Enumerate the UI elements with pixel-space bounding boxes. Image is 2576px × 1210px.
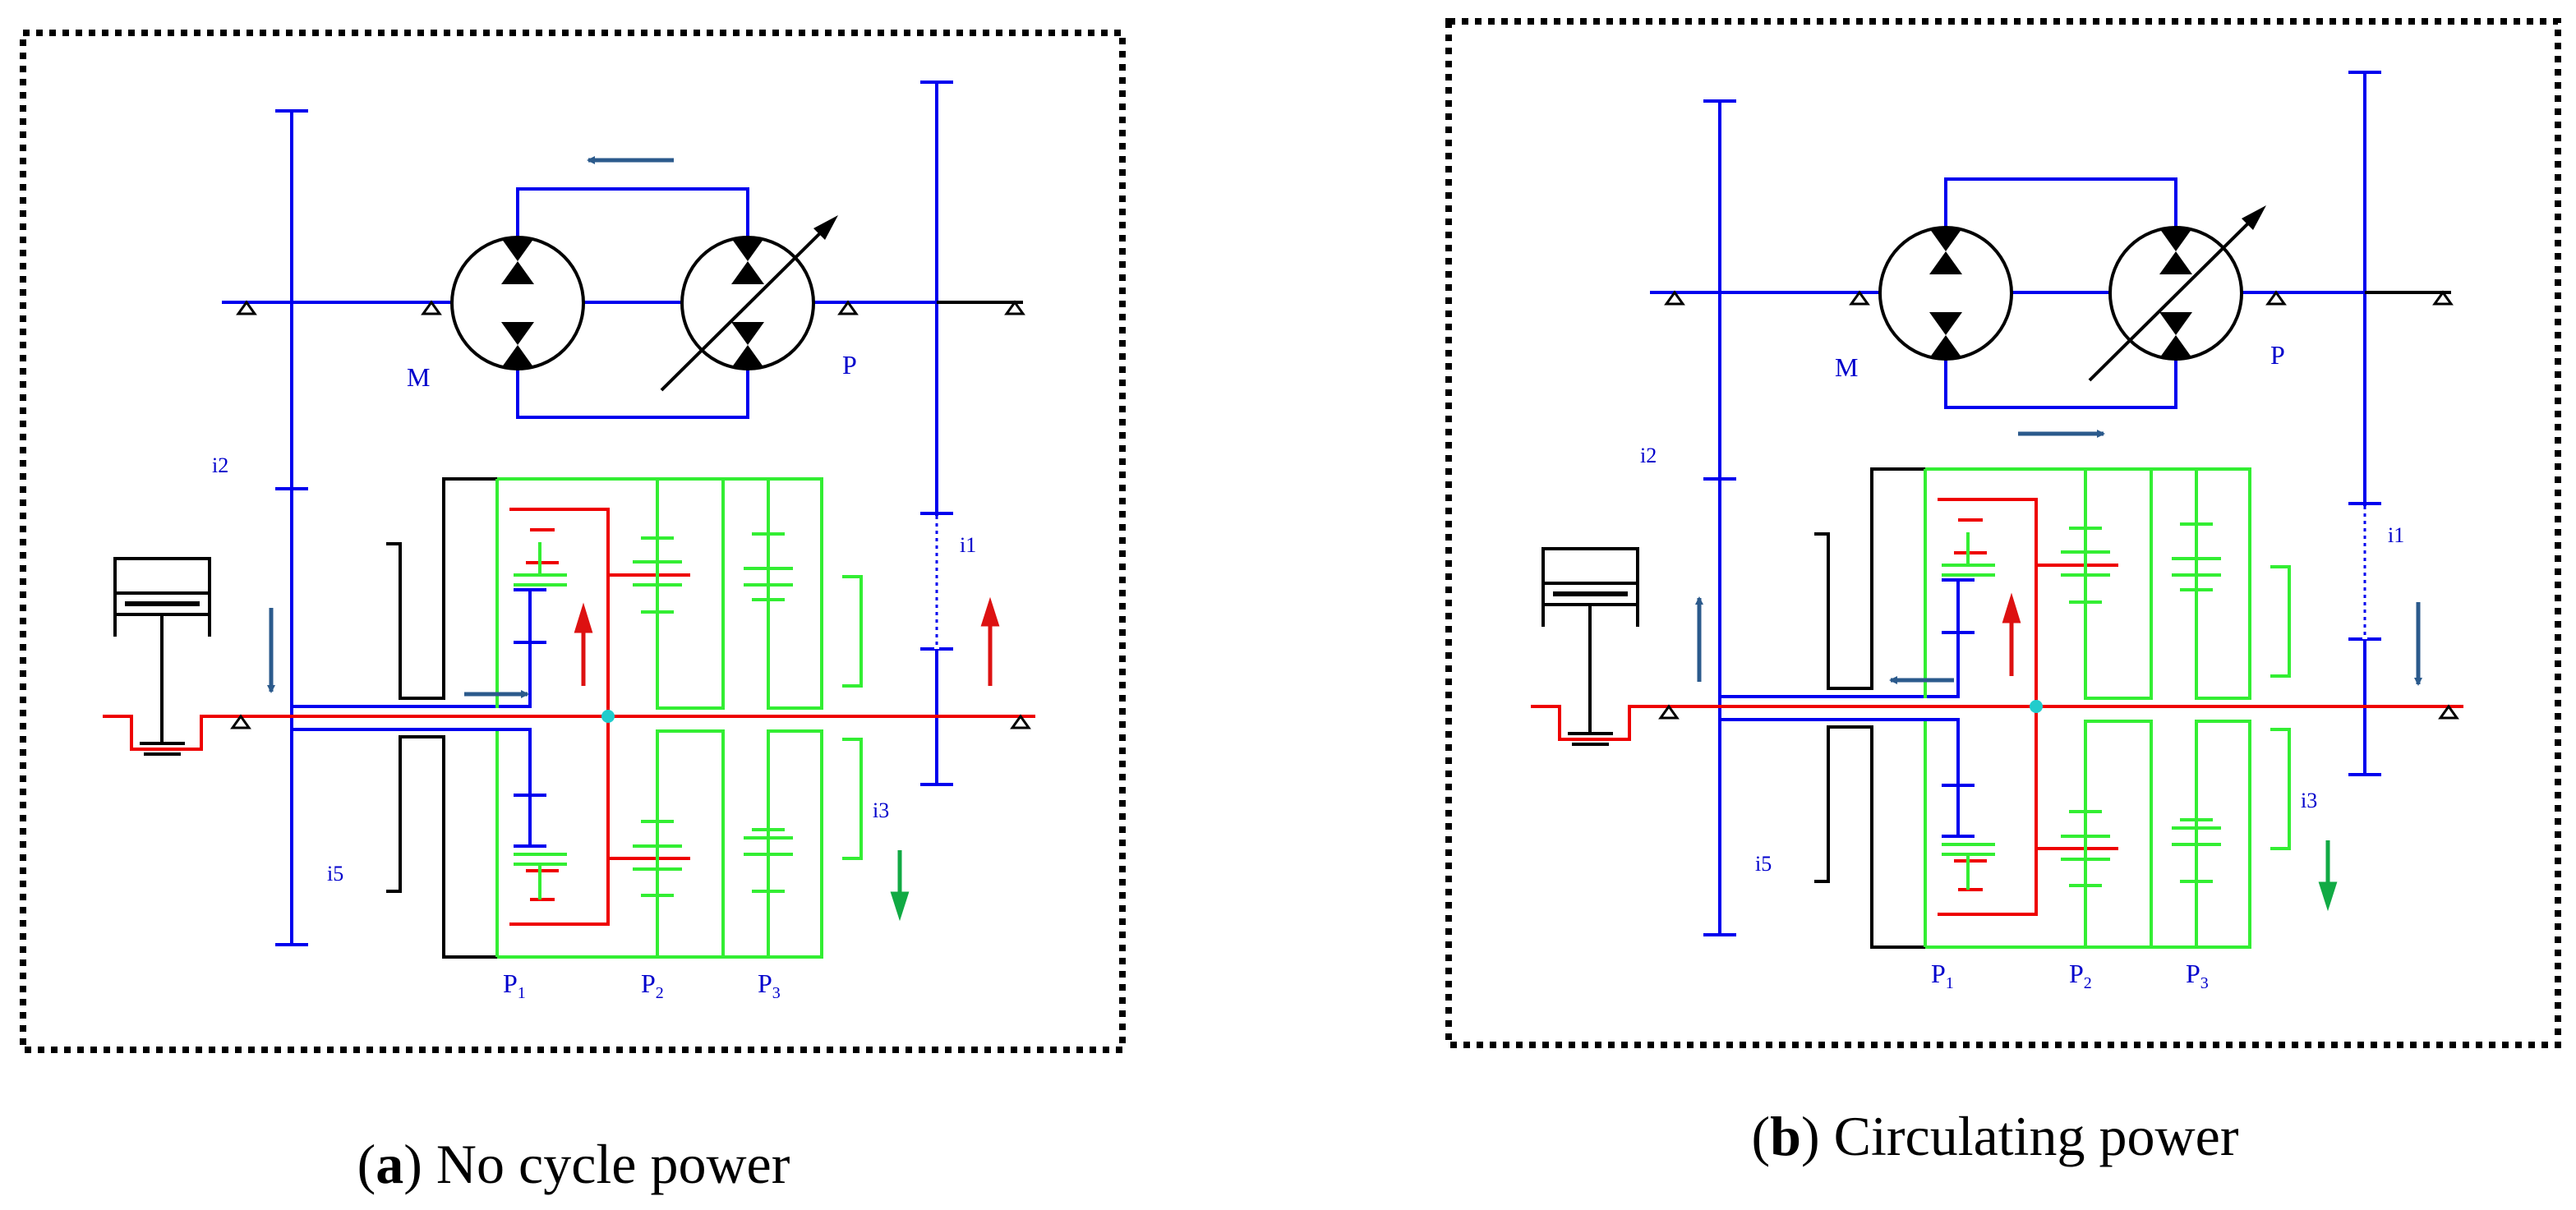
red-up-arrow — [2002, 592, 2021, 676]
engine-symbol — [1541, 547, 1639, 746]
p3-label: P3 — [758, 968, 781, 1002]
motor-label: M — [407, 362, 430, 392]
hydraulic-circuit — [222, 81, 953, 946]
panel-a-labels: M P i2 i1 i3 i5 P1 P2 P3 — [212, 350, 976, 1002]
green-down-arrow — [890, 850, 910, 922]
i1-label: i1 — [2388, 523, 2404, 547]
i3-label: i3 — [2301, 789, 2317, 812]
i2-label: i2 — [1640, 444, 1657, 467]
main-shaft — [103, 508, 1035, 926]
clutch-housing — [386, 477, 497, 959]
blue-sun-shafts — [1720, 578, 1975, 838]
pump-symbol — [660, 215, 838, 392]
hydraulic-circuit — [1650, 71, 2381, 936]
panel-b-dotted-border — [1445, 18, 2561, 1048]
planetary-gearsets — [1924, 467, 2291, 949]
bearing-supports-top — [236, 300, 1025, 315]
planetary-gearsets — [495, 477, 863, 959]
motor-symbol — [450, 236, 585, 370]
motor-symbol — [1878, 226, 2013, 361]
red-up-arrow — [574, 602, 593, 686]
panel-b-labels: M P i2 i1 i3 i5 P1 P2 P3 — [1640, 340, 2404, 992]
pump-label: P — [2270, 340, 2285, 370]
i2-label: i2 — [212, 453, 228, 477]
p1-label: P1 — [503, 968, 526, 1002]
main-shaft — [1531, 498, 2463, 916]
panel-a-caption: (a) No cycle power — [357, 1133, 790, 1195]
i5-label: i5 — [1755, 852, 1772, 876]
p1-label: P1 — [1931, 959, 1954, 992]
motor-label: M — [1835, 352, 1858, 382]
clutch-housing — [1814, 467, 1925, 949]
junction-node — [2030, 700, 2043, 713]
pump-symbol — [2088, 205, 2266, 382]
panel-b: M P i2 i1 i3 i5 P1 P2 P3 (b) Circulating… — [1445, 18, 2561, 1167]
panel-b-caption: (b) Circulating power — [1751, 1105, 2238, 1167]
engine-symbol — [113, 557, 211, 756]
green-down-arrow — [2318, 840, 2338, 912]
blue-sun-shafts — [292, 588, 546, 848]
junction-node — [601, 710, 615, 723]
i5-label: i5 — [327, 862, 343, 886]
panel-a-dotted-border — [20, 30, 1126, 1053]
right-shaft-arrow — [980, 596, 1000, 686]
bearing-supports-top — [1664, 290, 2454, 306]
p2-label: P2 — [641, 968, 664, 1002]
i1-label: i1 — [960, 533, 976, 557]
power-flow-arrows — [1695, 430, 2422, 912]
pump-label: P — [842, 350, 857, 380]
bearing-supports-bottom — [1658, 704, 2459, 720]
p3-label: P3 — [2186, 959, 2209, 992]
p2-label: P2 — [2069, 959, 2092, 992]
panel-a: M P i2 i1 i3 i5 P1 P2 P3 (a) No cycle po… — [20, 30, 1126, 1195]
power-flow-arrows — [267, 156, 1000, 922]
i3-label: i3 — [873, 798, 889, 822]
bearing-supports-bottom — [230, 714, 1031, 729]
